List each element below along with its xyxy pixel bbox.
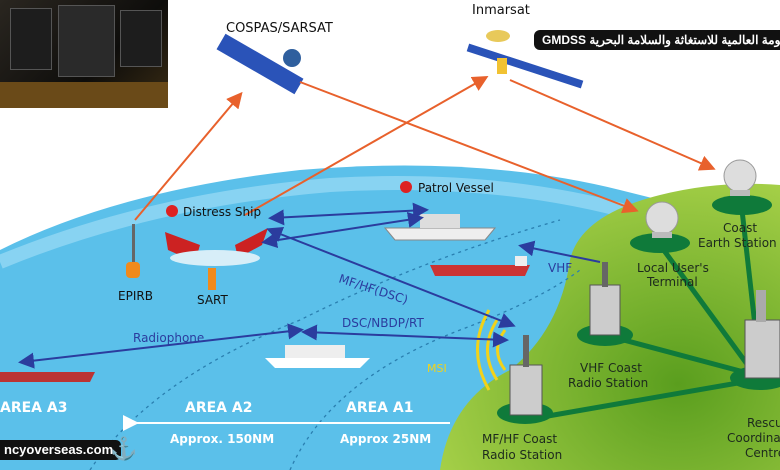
coast-earth-station-dish-icon <box>723 159 757 196</box>
mfhf-tower-icon <box>509 335 543 416</box>
vhf-tower-icon <box>589 262 621 336</box>
anchor-icon: ⚓ <box>110 436 138 461</box>
area-a1-range: Approx 25NM <box>340 432 431 446</box>
local-user-terminal-label-2: Terminal <box>646 275 698 289</box>
rcc-label-2: Coordination <box>727 431 780 445</box>
rcc-label: Rescue <box>747 416 780 430</box>
dsc-nbdp-rt-label: DSC/NBDP/RT <box>342 316 424 330</box>
coast-earth-station-label: Coast <box>723 221 757 235</box>
epirb-icon <box>126 224 140 278</box>
radiophone-label: Radiophone <box>133 331 204 345</box>
area-a2-label: AREA A2 <box>185 400 252 416</box>
epirb-label: EPIRB <box>118 289 153 303</box>
distress-ship-icon <box>165 228 268 266</box>
cospas-label: COSPAS/SARSAT <box>226 21 333 36</box>
msi-label: MSI <box>427 362 447 375</box>
area-a3-label: AREA A3 <box>0 400 67 416</box>
cospas-satellite-icon <box>216 33 304 95</box>
patrol-marker-icon <box>400 181 412 193</box>
area-a1-label: AREA A1 <box>346 400 413 416</box>
radio-console-photo <box>0 0 168 108</box>
mfhf-coast-station-label: MF/HF Coast <box>482 432 557 446</box>
distress-ship-label: Distress Ship <box>183 205 261 219</box>
tanker-ship-icon <box>0 372 95 382</box>
rcc-label-3: Centre <box>745 446 780 460</box>
distress-marker-icon <box>166 205 178 217</box>
area-a2-range: Approx. 150NM <box>170 432 274 446</box>
local-user-terminal-dish-icon <box>645 201 679 238</box>
local-user-terminal-label: Local User's <box>637 261 709 275</box>
sart-label: SART <box>197 293 229 307</box>
vhf-coast-station-label: VHF Coast <box>580 361 642 375</box>
vhf-label: VHF <box>548 261 572 275</box>
mfhf-coast-station-label-2: Radio Station <box>482 448 562 462</box>
patrol-vessel-label: Patrol Vessel <box>418 181 494 195</box>
watermark-site: ncyoverseas.com <box>0 440 122 460</box>
network-links <box>524 209 763 423</box>
inmarsat-satellite-icon <box>466 30 584 89</box>
sart-icon <box>208 268 216 290</box>
rcc-building-icon <box>744 290 780 379</box>
inmarsat-label: Inmarsat <box>472 3 530 18</box>
title-banner: GMDSS المنظومة العالمية للاستغاثة والسلا… <box>534 30 780 50</box>
vhf-coast-station-label-2: Radio Station <box>568 376 648 390</box>
coast-earth-station-label-2: Earth Station <box>698 236 777 250</box>
